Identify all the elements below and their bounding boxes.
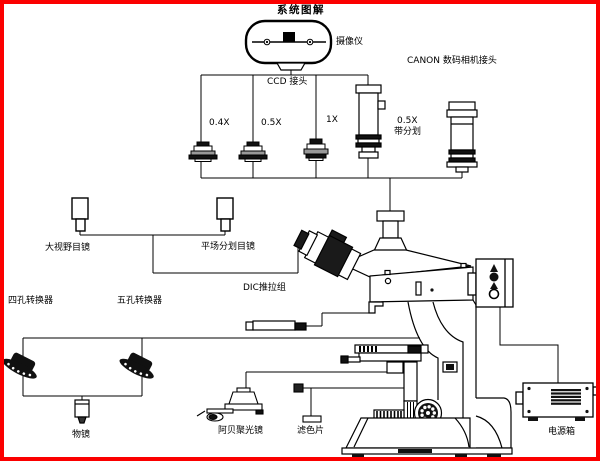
lamp-house-icon <box>467 258 514 308</box>
adapter-04x-label: 0.4X <box>209 118 230 128</box>
reticle-adapter-label-line2: 带分划 <box>394 127 422 137</box>
adapter-05x-label: 0.5X <box>261 118 282 128</box>
canon-adapter-label: CANON 数码相机接头 <box>407 56 497 66</box>
filter-icon <box>293 383 322 423</box>
filter-label: 滤色片 <box>297 426 325 436</box>
adapter-1x-label: 1X <box>326 115 338 125</box>
diagram-title: 系统图解 <box>277 4 325 16</box>
ccd-adapter-label: CCD 接头 <box>267 77 308 87</box>
objective-label: 物镜 <box>72 430 91 440</box>
condenser-label: 阿贝聚光镜 <box>218 426 264 436</box>
adapter-04x-icon <box>188 141 218 162</box>
connection-lines <box>22 70 559 416</box>
camera-label: 摄像仪 <box>336 37 364 47</box>
adapter-1x-icon <box>303 138 329 161</box>
microscope-icon <box>293 210 513 458</box>
objective-icon <box>74 399 90 424</box>
power-box-label: 电源箱 <box>548 427 576 437</box>
five-hole-nosepiece-label: 五孔转换器 <box>117 296 163 306</box>
adapter-05x-icon <box>238 141 268 162</box>
wide-field-eyepiece-icon <box>71 197 89 232</box>
condenser-icon <box>196 387 264 422</box>
dic-group-label: DIC推拉组 <box>243 283 286 293</box>
power-box-icon <box>515 382 600 421</box>
five-hole-nosepiece-icon <box>119 352 154 379</box>
four-hole-nosepiece-label: 四孔转换器 <box>8 296 54 306</box>
plan-eyepiece-label: 平场分划目镜 <box>201 242 256 252</box>
reticle-adapter-icon <box>355 84 386 159</box>
dic-slider-icon <box>245 320 307 331</box>
bulb-icon <box>488 264 500 300</box>
four-hole-nosepiece-icon <box>2 352 37 379</box>
binocular-tube-icon <box>293 229 362 281</box>
canon-adapter-icon <box>446 101 478 173</box>
camera-icon <box>244 19 333 71</box>
reticle-adapter-label: 0.5X 带分划 <box>394 116 422 138</box>
plan-reticle-eyepiece-icon <box>216 197 234 232</box>
wide-eyepiece-label: 大视野目镜 <box>45 243 91 253</box>
reticle-adapter-label-line1: 0.5X <box>397 116 418 126</box>
